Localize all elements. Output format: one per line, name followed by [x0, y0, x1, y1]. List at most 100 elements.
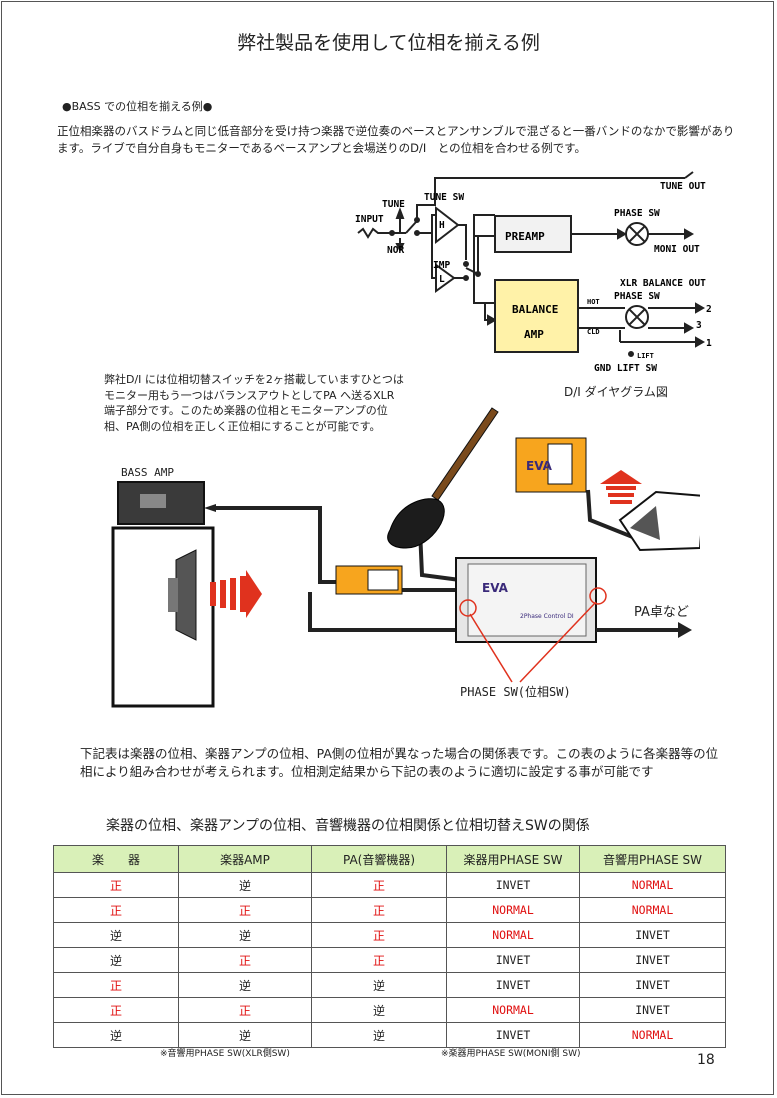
pa-console-illustration: [618, 490, 700, 552]
table-cell: INVET: [446, 1022, 580, 1048]
col-header-audio-phase-sw: 音響用PHASE SW: [579, 845, 726, 873]
table-cell: 逆: [53, 922, 179, 948]
table-cell: INVET: [579, 997, 726, 1023]
table-header-row: 楽 器 楽器AMP PA(音響機器) 楽器用PHASE SW 音響用PHASE …: [53, 845, 726, 873]
table-title: 楽器の位相、楽器アンプの位相、音響機器の位相関係と位相切替えSWの関係: [106, 818, 590, 834]
di-block-diagram: TUNE TUNE SW INPUT NOR IMP H L PREAMP PH…: [355, 171, 712, 374]
sound-arrow-right: [210, 570, 262, 618]
table-cell: 逆: [178, 922, 312, 948]
table-cell: 正: [311, 872, 447, 898]
lift-label: LIFT: [637, 352, 654, 360]
balance-amp-box: [494, 279, 579, 353]
footnote-instrument-phase-sw: ※楽器用PHASE SW(MONI側 SW): [441, 1049, 581, 1059]
bass-amp-label: BASS AMP: [121, 466, 174, 479]
input-wire: [357, 227, 390, 239]
tune-out-wire: [416, 177, 685, 220]
gnd-lift-sw-label: GND LIFT SW: [594, 363, 657, 374]
tune-label: TUNE: [382, 199, 405, 210]
table-cell: 正: [178, 997, 312, 1023]
table-cell: INVET: [579, 972, 726, 998]
amp-label: AMP: [524, 328, 544, 341]
table-cell: NORMAL: [446, 997, 580, 1023]
di-box-top-brand: EVA: [526, 459, 553, 473]
sound-arrow-up: [600, 470, 642, 504]
xlr-balance-out-label: XLR BALANCE OUT: [620, 278, 706, 289]
imp-h-buffer: [435, 205, 460, 245]
bass-amp-cabinet: [111, 526, 215, 708]
table-intro-paragraph: 下記表は楽器の位相、楽器アンプの位相、PA側の位相が異なった場合の関係表です。こ…: [80, 746, 719, 779]
imp-l-buffer: [435, 263, 456, 293]
di-box-top: EVA: [515, 437, 587, 493]
table-cell: NORMAL: [579, 897, 726, 923]
table-cell: 正: [53, 872, 179, 898]
table-cell: 逆: [53, 1022, 179, 1048]
di-box-left: [335, 565, 403, 595]
col-header-instrument-amp: 楽器AMP: [178, 845, 312, 873]
phase-sw-callout: PHASE SW(位相SW): [460, 685, 571, 699]
l-label: L: [439, 274, 445, 285]
setup-illustration: EVA EVA 2Phase Control DI: [111, 407, 700, 708]
section-heading: ●BASS での位相を揃える例●: [62, 100, 213, 113]
di-main-brand: EVA: [482, 581, 509, 595]
input-label: INPUT: [355, 214, 384, 225]
amp-cable: [212, 506, 340, 584]
bass-amp-head: [117, 481, 216, 525]
table-cell: 正: [178, 897, 312, 923]
bass-guitar-illustration: [387, 407, 499, 549]
cld-label: CLD: [587, 328, 600, 336]
monitor-cable: [308, 592, 455, 632]
col-header-instrument-phase-sw: 楽器用PHASE SW: [446, 845, 580, 873]
moni-out-label: MONI OUT: [654, 244, 700, 255]
tune-sw-label: TUNE SW: [424, 192, 464, 203]
col-header-instrument: 楽 器: [53, 845, 179, 873]
table-cell: 逆: [178, 972, 312, 998]
page-title: 弊社製品を使用して位相を揃える例: [237, 32, 540, 54]
table-cell: NORMAL: [446, 922, 580, 948]
table-cell: NORMAL: [579, 1022, 726, 1048]
table-cell: 逆: [311, 1022, 447, 1048]
phase-sw-bottom-label: PHASE SW: [614, 291, 660, 302]
phase-sw-top-label: PHASE SW: [614, 208, 660, 219]
bass-cable: [418, 529, 461, 582]
h-label: H: [439, 220, 445, 231]
table-cell: 正: [311, 922, 447, 948]
di-main-model: 2Phase Control DI: [520, 613, 574, 620]
intro-paragraph: 正位相楽器のバスドラムと同じ低音部分を受け持つ楽器で逆位奏のベースとアンサンブル…: [57, 124, 735, 155]
pin2-label: 2: [706, 304, 712, 315]
di-note: 弊社D/I には位相切替スイッチを2ヶ搭載していますひとつはモニター用もう一つは…: [104, 373, 404, 433]
table-cell: INVET: [579, 922, 726, 948]
imp-label: IMP: [433, 260, 450, 271]
di-to-console: [586, 489, 641, 542]
table-cell: NORMAL: [579, 872, 726, 898]
table-cell: 正: [311, 897, 447, 923]
table-cell: 逆: [311, 997, 447, 1023]
table-cell: 正: [53, 897, 179, 923]
table-cell: NORMAL: [446, 897, 580, 923]
table-cell: INVET: [446, 872, 580, 898]
preamp-label: PREAMP: [505, 230, 545, 243]
phase-relation-table: 楽 器 楽器AMP PA(音響機器) 楽器用PHASE SW 音響用PHASE …: [53, 845, 726, 1048]
table-cell: 正: [53, 972, 179, 998]
table-cell: 逆: [53, 947, 179, 973]
table-cell: 逆: [311, 972, 447, 998]
table-cell: 逆: [178, 1022, 312, 1048]
footnote-audio-phase-sw: ※音響用PHASE SW(XLR側SW): [160, 1049, 290, 1059]
balance-label: BALANCE: [512, 303, 558, 316]
table-cell: 正: [178, 947, 312, 973]
phase-callout-lines: [469, 601, 597, 683]
di-box-main: EVA 2Phase Control DI: [455, 557, 607, 643]
pin1-label: 1: [706, 338, 712, 349]
diagram-caption: D/I ダイヤグラム図: [564, 385, 668, 399]
table-cell: INVET: [446, 972, 580, 998]
pin3-label: 3: [696, 320, 702, 331]
col-header-pa: PA(音響機器): [311, 845, 447, 873]
hot-label: HOT: [587, 298, 600, 306]
page-number: 18: [697, 1052, 715, 1068]
